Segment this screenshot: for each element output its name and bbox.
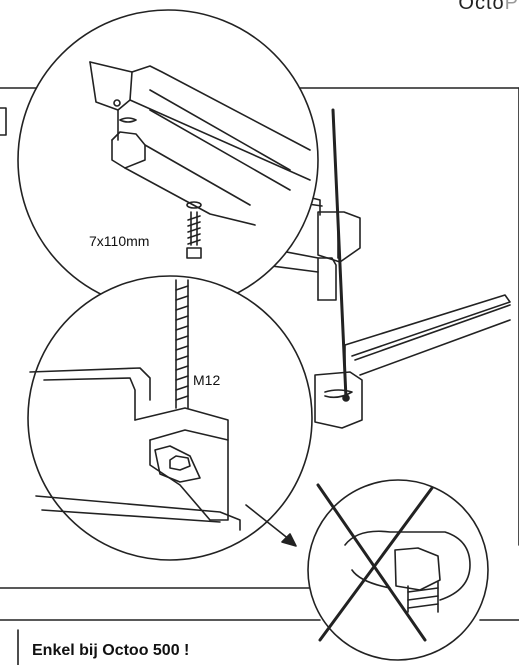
panel-frame	[0, 87, 519, 589]
rail-assembly	[224, 108, 511, 429]
note-text: Enkel bij Octoo 500 !	[32, 642, 190, 659]
wrong-detail-circle	[307, 479, 489, 661]
detail-circle-rod	[27, 275, 313, 561]
x-mark-icon	[316, 483, 434, 642]
brand-logo: OctoP	[458, 0, 519, 15]
brand-logo-accent: P	[504, 0, 519, 14]
direction-arrow	[245, 504, 297, 547]
brand-logo-text: Octo	[458, 0, 505, 14]
detail-circle-screw	[17, 9, 319, 311]
screw-size-label: 7x110mm	[89, 233, 150, 249]
rod-size-label: M12	[193, 372, 221, 388]
note-frame	[0, 619, 519, 665]
